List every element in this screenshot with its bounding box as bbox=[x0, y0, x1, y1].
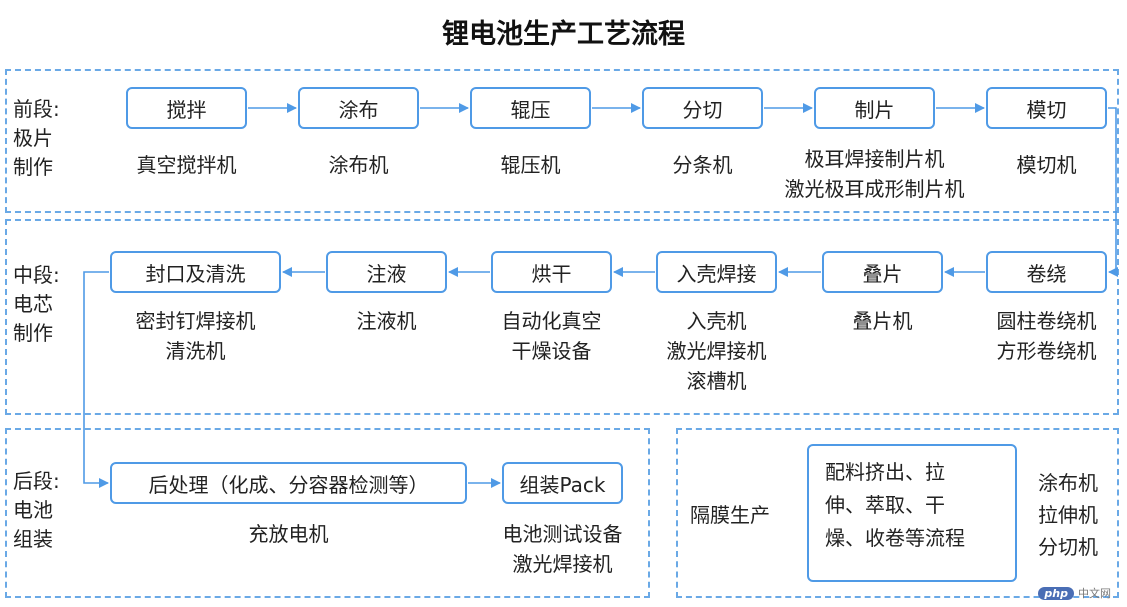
separator-section bbox=[676, 428, 1119, 598]
step-box-die-cutting: 模切 bbox=[986, 87, 1107, 129]
back-section-label: 后段: 电池 组装 bbox=[13, 469, 60, 551]
step-box-sheet-making: 制片 bbox=[814, 87, 935, 129]
equip-sheet-making: 极耳焊接制片机 激光极耳成形制片机 bbox=[784, 147, 965, 201]
equip-mixing: 真空搅拌机 bbox=[136, 153, 237, 177]
equip-die-cutting: 模切机 bbox=[1016, 153, 1077, 177]
step-box-pack-assembly: 组装Pack bbox=[502, 462, 623, 504]
separator-process-box: 配料挤出、拉 伸、萃取、干 燥、收卷等流程 bbox=[807, 444, 1017, 582]
step-box-coating: 涂布 bbox=[298, 87, 419, 129]
watermark-logo: php 中文网 bbox=[1038, 585, 1111, 601]
step-box-casing-welding: 入壳焊接 bbox=[656, 251, 777, 293]
step-box-sealing-cleaning: 封口及清洗 bbox=[110, 251, 281, 293]
step-box-post-processing: 后处理（化成、分容器检测等） bbox=[110, 462, 467, 504]
arrow-diecut-to-winding bbox=[1108, 107, 1118, 277]
arrow-sealing-to-postprocess bbox=[83, 271, 109, 488]
step-box-winding: 卷绕 bbox=[986, 251, 1107, 293]
equip-drying: 自动化真空 干燥设备 bbox=[501, 309, 602, 363]
step-box-injection: 注液 bbox=[326, 251, 447, 293]
equip-rolling: 辊压机 bbox=[500, 153, 561, 177]
front-section bbox=[5, 69, 1119, 213]
equip-injection: 注液机 bbox=[356, 309, 417, 333]
equip-winding: 圆柱卷绕机 方形卷绕机 bbox=[996, 309, 1097, 363]
step-box-mixing: 搅拌 bbox=[126, 87, 247, 129]
middle-section-label: 中段: 电芯 制作 bbox=[13, 263, 60, 345]
step-box-slitting: 分切 bbox=[642, 87, 763, 129]
step-box-stacking: 叠片 bbox=[822, 251, 943, 293]
equip-sealing-cleaning: 密封钉焊接机 清洗机 bbox=[135, 309, 256, 363]
back-section bbox=[5, 428, 650, 598]
middle-section bbox=[5, 219, 1119, 415]
equip-pack-assembly: 电池测试设备 激光焊接机 bbox=[502, 522, 623, 576]
equip-slitting: 分条机 bbox=[672, 153, 733, 177]
equip-post-processing: 充放电机 bbox=[248, 522, 329, 546]
equip-coating: 涂布机 bbox=[328, 153, 389, 177]
separator-equipment: 涂布机 拉伸机 分切机 bbox=[1038, 471, 1098, 559]
step-box-drying: 烘干 bbox=[491, 251, 612, 293]
equip-stacking: 叠片机 bbox=[852, 309, 913, 333]
separator-label: 隔膜生产 bbox=[690, 503, 770, 527]
front-section-label: 前段: 极片 制作 bbox=[13, 97, 60, 179]
step-box-rolling: 辊压 bbox=[470, 87, 591, 129]
equip-casing-welding: 入壳机 激光焊接机 滚槽机 bbox=[666, 309, 767, 393]
page-title: 锂电池生产工艺流程 bbox=[442, 19, 685, 50]
